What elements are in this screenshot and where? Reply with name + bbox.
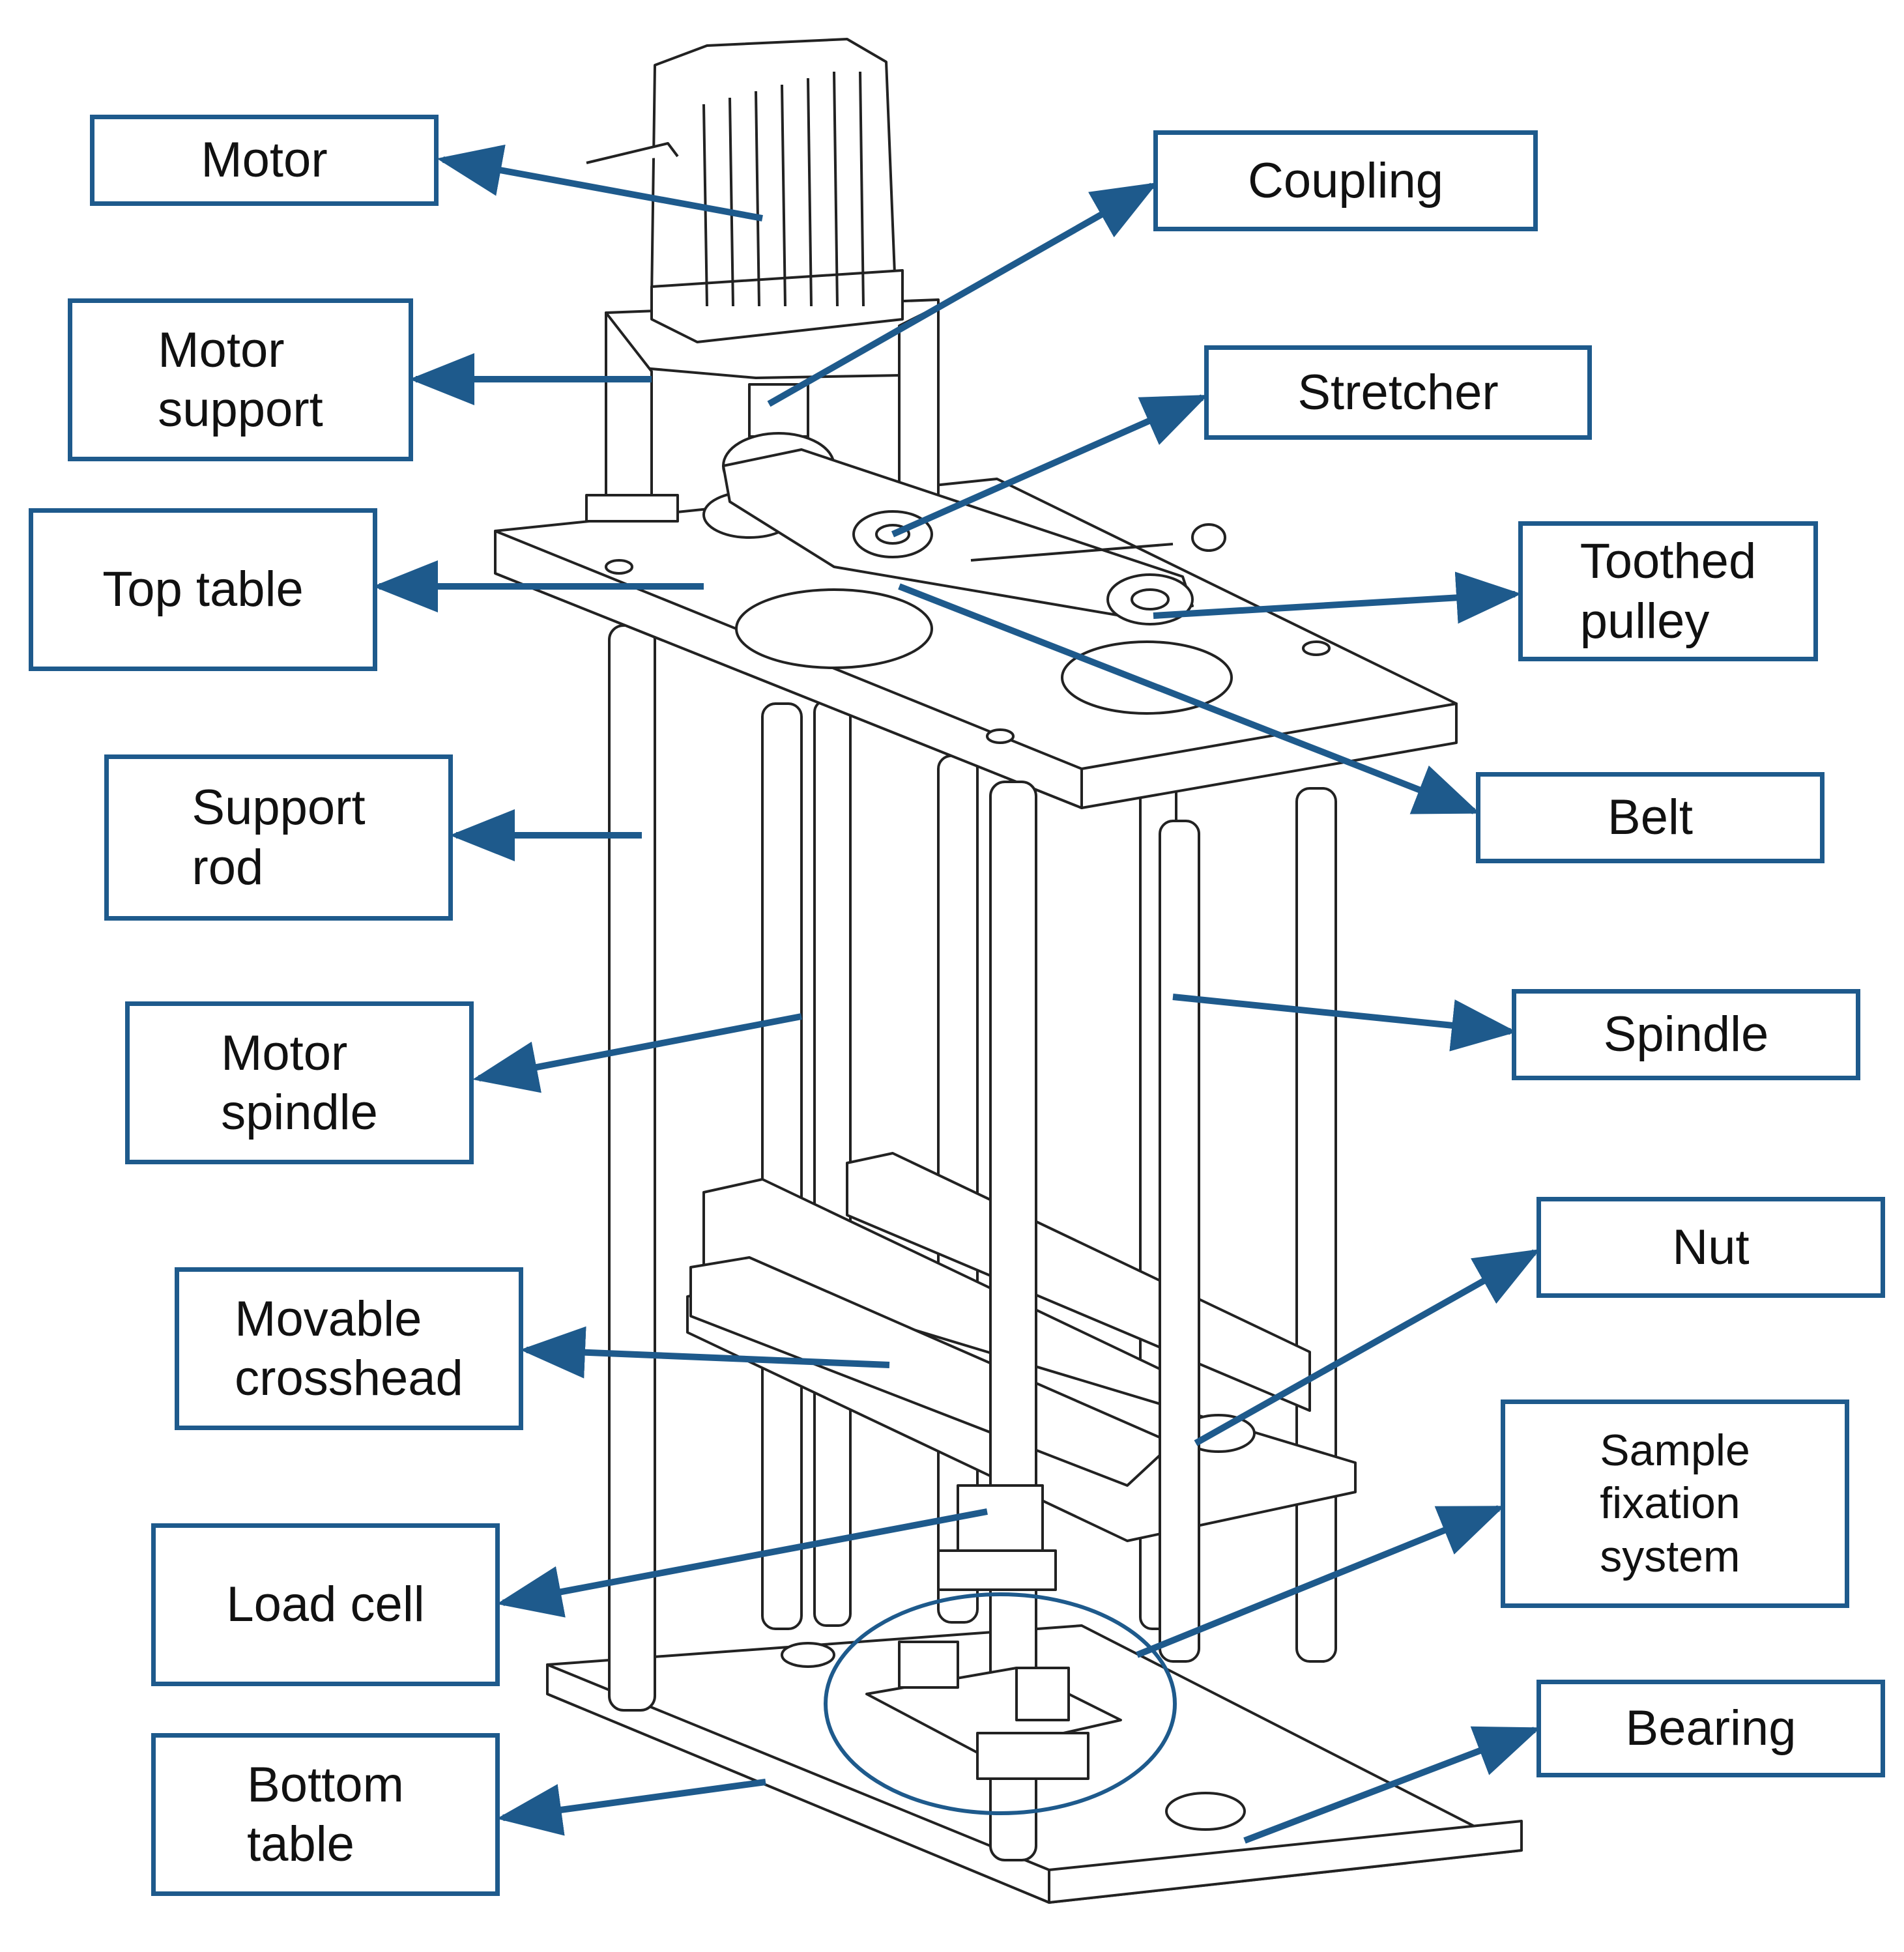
label-nut-text: Nut xyxy=(1672,1219,1750,1275)
label-motor: Motor xyxy=(90,115,439,206)
label-sample-fixation-system: Sample fixation system xyxy=(1501,1399,1849,1608)
arrow-belt xyxy=(898,583,1480,814)
label-load-cell: Load cell xyxy=(151,1523,500,1686)
label-toothed-pulley: Toothed pulley xyxy=(1518,521,1818,661)
label-top-table-text: Top table xyxy=(102,562,304,618)
arrow-motor xyxy=(437,144,763,222)
arrow-spindle xyxy=(1172,994,1517,1052)
arrow-toothed-pulley xyxy=(1153,571,1522,624)
label-stretcher: Stretcher xyxy=(1204,345,1592,440)
label-motor-text: Motor xyxy=(201,132,328,188)
label-bearing: Bearing xyxy=(1536,1680,1885,1777)
label-load-cell-text: Load cell xyxy=(226,1577,425,1633)
arrow-load-cell xyxy=(497,1508,988,1618)
label-motor-support-text: Motor support xyxy=(158,322,323,437)
label-movable-crosshead-text: Movable crosshead xyxy=(235,1291,463,1406)
label-spindle-text: Spindle xyxy=(1603,1007,1769,1063)
label-sample-fixation-system-text: Sample fixation system xyxy=(1600,1425,1750,1581)
label-top-table: Top table xyxy=(29,508,377,671)
label-motor-spindle-text: Motor spindle xyxy=(221,1025,378,1140)
label-belt: Belt xyxy=(1476,772,1825,863)
fixation-highlight-ring xyxy=(824,1592,1177,1815)
label-toothed-pulley-text: Toothed pulley xyxy=(1579,534,1757,649)
label-bearing-text: Bearing xyxy=(1625,1701,1796,1757)
arrow-bearing xyxy=(1243,1726,1541,1844)
label-support-rod: Support rod xyxy=(104,754,453,921)
arrow-bottom-table xyxy=(497,1779,766,1836)
arrow-motor-spindle xyxy=(472,1013,802,1093)
label-coupling: Coupling xyxy=(1153,130,1538,231)
front-left-support-rod xyxy=(608,624,656,1712)
label-nut: Nut xyxy=(1536,1197,1885,1298)
label-bottom-table: Bottom table xyxy=(151,1733,500,1896)
label-spindle: Spindle xyxy=(1512,989,1860,1080)
arrow-movable-crosshead xyxy=(520,1326,890,1379)
fixture-part xyxy=(781,1641,1246,1831)
label-coupling-text: Coupling xyxy=(1248,152,1443,208)
arrow-nut xyxy=(1194,1249,1540,1446)
label-support-rod-text: Support rod xyxy=(192,780,366,895)
label-motor-spindle: Motor spindle xyxy=(125,1001,474,1164)
label-bottom-table-text: Bottom table xyxy=(247,1757,404,1872)
load-cell-part xyxy=(937,1484,1057,1591)
arrow-coupling xyxy=(767,182,1158,407)
motor-part xyxy=(586,38,904,438)
top-table-part xyxy=(494,478,1458,809)
label-motor-support: Motor support xyxy=(68,298,413,461)
label-belt-text: Belt xyxy=(1608,790,1693,846)
arrow-stretcher xyxy=(891,394,1209,538)
label-movable-crosshead: Movable crosshead xyxy=(175,1267,523,1430)
label-stretcher-text: Stretcher xyxy=(1297,364,1499,420)
arrow-sample-fixation-system xyxy=(1136,1505,1505,1658)
